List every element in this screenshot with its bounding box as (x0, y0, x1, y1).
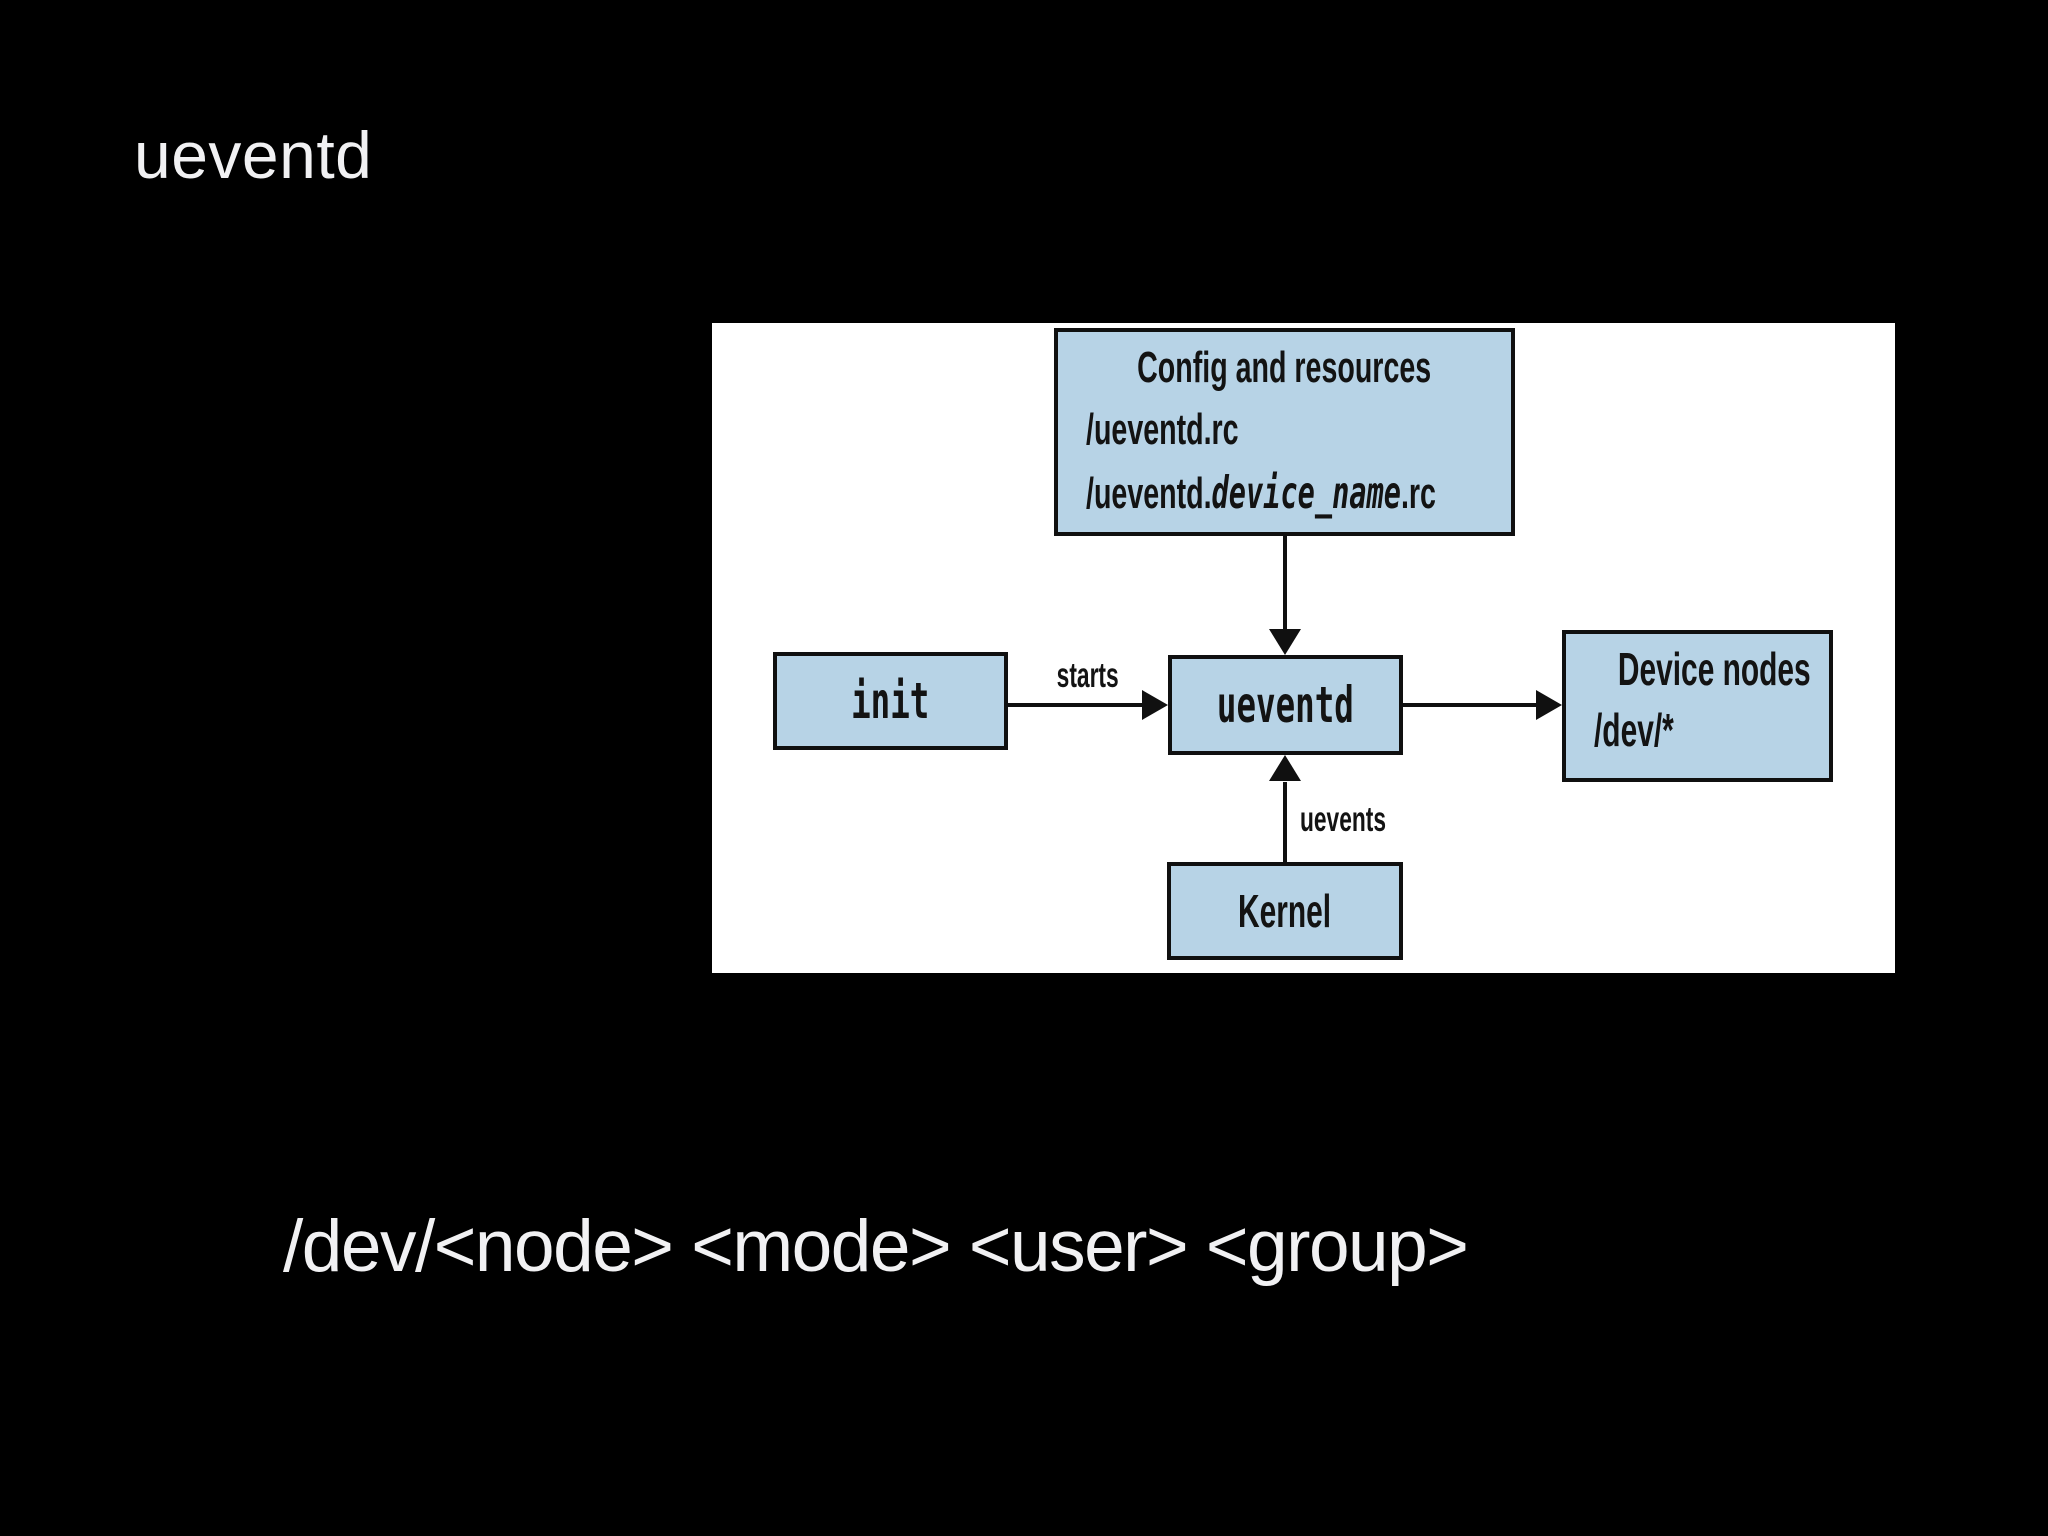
init-node: init (773, 652, 1008, 750)
arrowhead-right-icon (1142, 690, 1168, 720)
edge-label-starts: starts (1057, 656, 1119, 695)
config-node-title: Config and resources (1137, 343, 1432, 392)
config-node-line-device-rc: /ueventd.device_name.rc (1058, 462, 1511, 526)
edge-init-to-ueventd (1008, 703, 1144, 707)
figure-panel: Config and resources /ueventd.rc /uevent… (712, 323, 1895, 973)
init-node-label: init (851, 672, 930, 730)
arrowhead-down-icon (1269, 629, 1301, 655)
device-name-variable: device_name (1211, 468, 1401, 519)
ueventd-node-label: ueventd (1217, 676, 1354, 734)
device-node-title: Device nodes (1617, 643, 1811, 695)
device-nodes-node: Device nodes /dev/* (1562, 630, 1833, 782)
config-node-line-ueventd-rc: /ueventd.rc (1086, 405, 1239, 454)
arrowhead-up-icon (1269, 755, 1301, 781)
edge-label-uevents: uevents (1300, 800, 1386, 839)
slide-footer-code: /dev/<node> <mode> <user> <group> (283, 1206, 1469, 1287)
config-resources-node: Config and resources /ueventd.rc /uevent… (1054, 328, 1515, 536)
edge-ueventd-to-device (1403, 703, 1538, 707)
device-node-path: /dev/* (1594, 704, 1674, 756)
slide-title: ueventd (134, 118, 373, 192)
ueventd-node: ueventd (1168, 655, 1403, 755)
kernel-node: Kernel (1167, 862, 1403, 960)
device-rc-suffix: .rc (1400, 469, 1436, 518)
device-rc-prefix: /ueventd. (1086, 469, 1212, 518)
arrowhead-right-icon (1536, 690, 1562, 720)
edge-config-to-ueventd (1283, 536, 1287, 633)
edge-kernel-to-ueventd (1283, 782, 1287, 862)
kernel-node-label: Kernel (1238, 885, 1332, 937)
